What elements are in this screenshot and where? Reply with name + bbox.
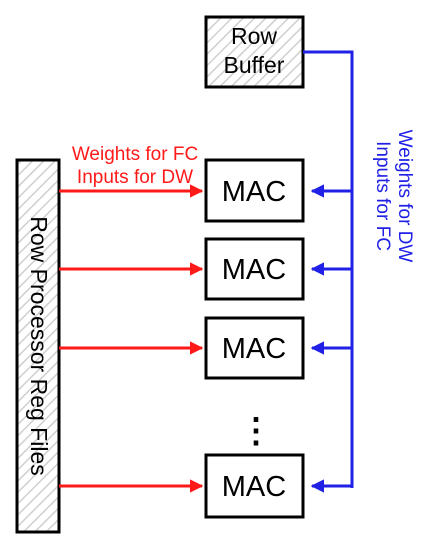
reg-files-label: Row Processor Reg Files	[26, 216, 52, 475]
blue-label-line1: Weights for DW	[394, 130, 415, 263]
mac-label: MAC	[222, 254, 286, 286]
mac-unit-3: MAC	[204, 316, 305, 380]
mac-unit-2: MAC	[204, 237, 305, 301]
mac-unit-1: MAC	[204, 158, 305, 223]
ellipsis: ⋮	[239, 412, 273, 450]
red-arrows	[59, 184, 204, 493]
reg-files: Row Processor Reg Files	[15, 158, 61, 534]
row-buffer-label-line1: Row	[231, 23, 277, 49]
red-label-line2: Inputs for DW	[77, 167, 193, 188]
mac-unit-4: MAC	[204, 453, 305, 519]
red-labels: Weights for FC Inputs for DW	[72, 144, 198, 188]
row-buffer: Row Buffer	[204, 15, 305, 89]
blue-label-line2: Inputs for FC	[372, 141, 393, 251]
mac-label: MAC	[222, 471, 286, 503]
mac-label: MAC	[222, 176, 286, 208]
row-buffer-label-line2: Buffer	[224, 52, 285, 78]
blue-labels: Weights for DW Inputs for FC	[372, 130, 415, 263]
blue-bus	[303, 50, 354, 493]
red-label-line1: Weights for FC	[72, 144, 198, 165]
mac-label: MAC	[222, 333, 286, 365]
